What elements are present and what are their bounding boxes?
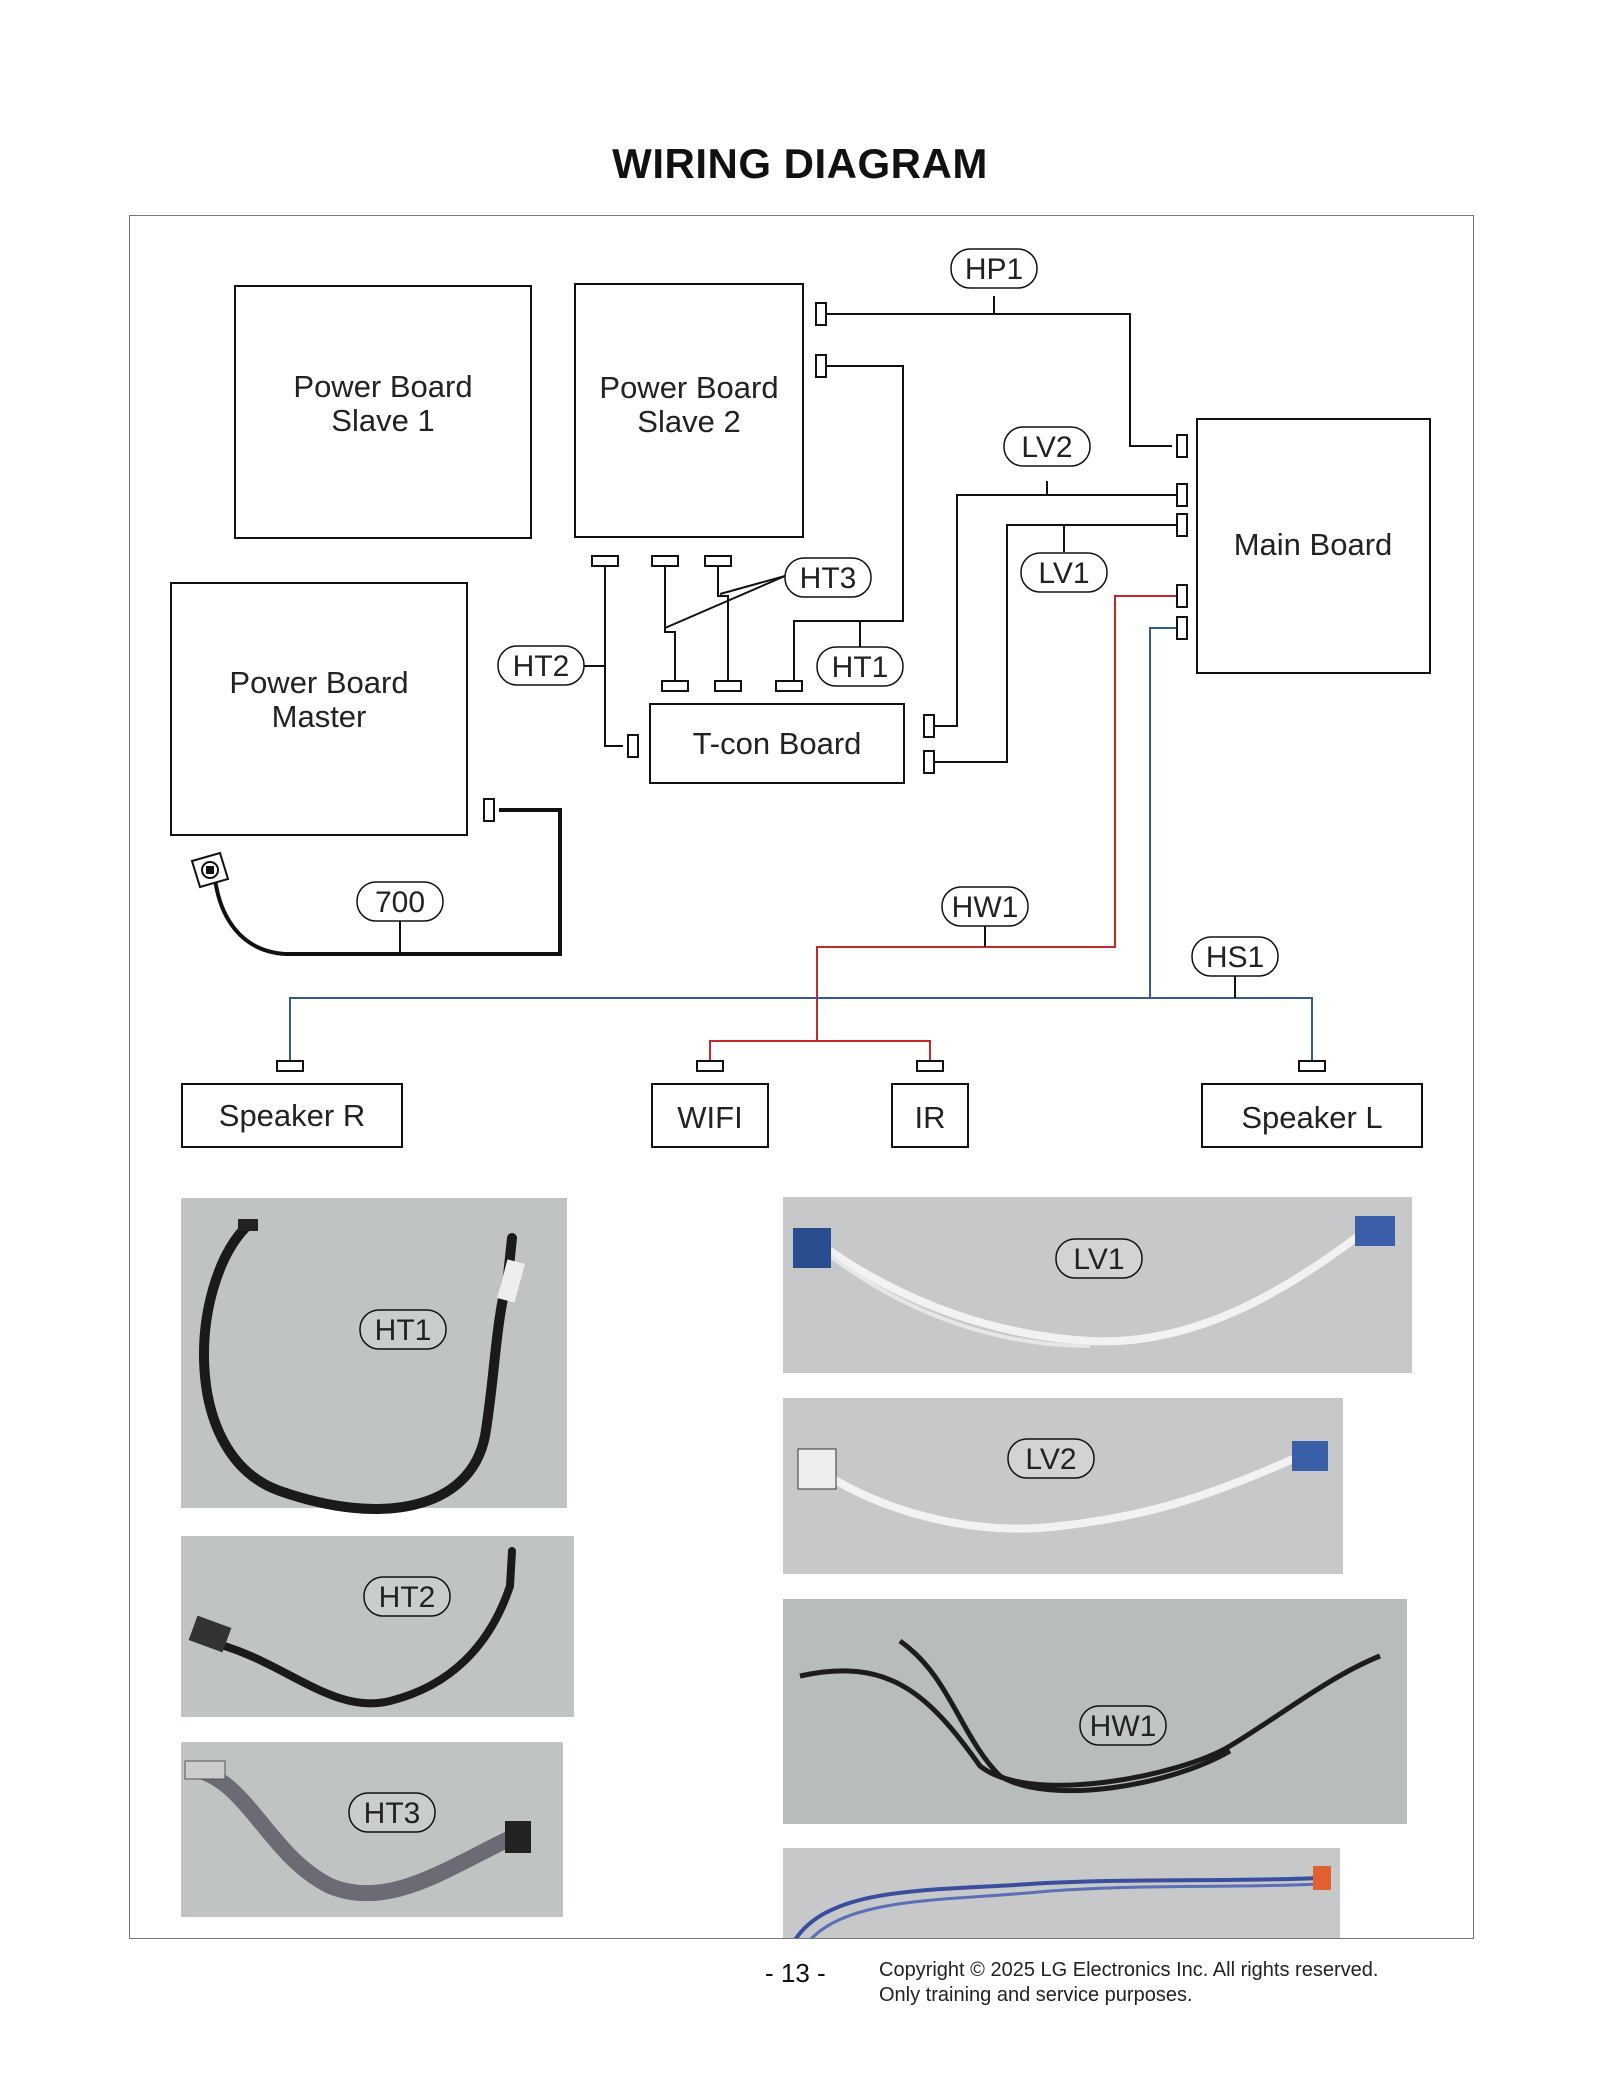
label-hp1: HP1	[950, 248, 1038, 289]
black-wires	[213, 296, 1177, 956]
hs1-wires	[289, 627, 1313, 1061]
photo-ht2: HT2	[181, 1536, 574, 1717]
lv1-wire	[935, 524, 1177, 763]
photo-lv1: LV1	[783, 1197, 1412, 1373]
photo-ht3: HT3	[181, 1742, 563, 1917]
mains-cord	[213, 878, 286, 956]
label-ht1-text: HT1	[832, 651, 889, 684]
label-hw1: HW1	[941, 886, 1029, 927]
hw1-wires	[709, 595, 1177, 1061]
mains-plug-icon	[190, 851, 230, 889]
photo-ht3-label: HT3	[364, 1797, 421, 1830]
main-board-label: Main Board	[1234, 527, 1393, 562]
photo-lv1-label: LV1	[1073, 1243, 1124, 1276]
power-board-master-line2: Master	[272, 699, 367, 734]
speaker-r-label: Speaker R	[219, 1098, 365, 1133]
tcon-board: T-con Board	[649, 703, 905, 784]
ir-module: IR	[891, 1083, 969, 1148]
ht3-wire-a	[664, 561, 676, 681]
power-board-slave1-line1: Power Board	[293, 369, 472, 404]
footer-purpose: Only training and service purposes.	[879, 1984, 1193, 2006]
hp1-wire	[826, 313, 1172, 447]
photo-ht1-label: HT1	[375, 1314, 432, 1347]
label-hw1-text: HW1	[952, 891, 1019, 924]
wiring-diagram: Power Board Slave 1 Power Board Slave 2 …	[170, 248, 1431, 1938]
ht3-wire-b	[717, 561, 729, 681]
label-700-text: 700	[375, 886, 425, 919]
photo-lv2-label: LV2	[1025, 1443, 1076, 1476]
hw1-trunk	[816, 595, 1177, 1041]
photo-ht1: HT1	[181, 1198, 567, 1514]
speaker-l-label: Speaker L	[1241, 1100, 1382, 1135]
hs1-trunk	[1149, 627, 1177, 998]
label-ht3: HT3	[784, 557, 872, 598]
label-ht2: HT2	[497, 645, 585, 686]
page-number: - 13 -	[765, 1958, 826, 1988]
label-ht1: HT1	[816, 646, 904, 687]
power-board-slave1: Power Board Slave 1	[234, 285, 532, 539]
photo-hw1-label: HW1	[1090, 1710, 1157, 1743]
ht3-leader-a	[664, 575, 786, 629]
footer-copyright: Copyright © 2025 LG Electronics Inc. All…	[879, 1959, 1379, 1981]
tcon-board-label: T-con Board	[693, 726, 862, 761]
label-hp1-text: HP1	[965, 253, 1023, 286]
ht1-wire	[793, 365, 904, 681]
label-lv2: LV2	[1003, 426, 1091, 467]
photo-hs1	[783, 1848, 1340, 1938]
wiring-diagram-frame: Power Board Slave 1 Power Board Slave 2 …	[129, 215, 1474, 1939]
photo-ht2-label: HT2	[379, 1581, 436, 1614]
wifi-module: WIFI	[651, 1083, 769, 1148]
label-hs1: HS1	[1191, 936, 1279, 977]
wifi-label: WIFI	[677, 1100, 742, 1135]
lv2-wire	[935, 494, 1177, 727]
label-lv1: LV1	[1020, 552, 1108, 593]
label-lv1-text: LV1	[1038, 557, 1089, 590]
power-board-master: Power Board Master	[170, 582, 468, 836]
page-title: WIRING DIAGRAM	[612, 140, 988, 187]
label-hs1-text: HS1	[1206, 941, 1264, 974]
power-board-slave1-line2: Slave 1	[331, 403, 434, 438]
footer-copyright-block: Copyright © 2025 LG Electronics Inc. All…	[879, 1958, 1378, 2008]
speaker-r: Speaker R	[181, 1083, 403, 1148]
speaker-l: Speaker L	[1201, 1083, 1423, 1148]
label-ht2-text: HT2	[513, 650, 570, 683]
power-board-master-line1: Power Board	[229, 665, 408, 700]
label-ht3-text: HT3	[800, 562, 857, 595]
ht3-leader-b	[719, 575, 786, 595]
hw1-branch	[709, 1040, 931, 1061]
power-board-slave2-line2: Slave 2	[637, 404, 740, 439]
power-board-slave2-line1: Power Board	[599, 370, 778, 405]
label-700: 700	[356, 881, 444, 922]
label-lv2-text: LV2	[1021, 431, 1072, 464]
main-board: Main Board	[1196, 418, 1431, 674]
power-board-slave2: Power Board Slave 2	[574, 283, 804, 538]
cable700-wire	[285, 808, 562, 956]
ir-label: IR	[915, 1100, 946, 1135]
ht2-wire	[604, 561, 623, 747]
photo-hw1: HW1	[783, 1599, 1407, 1824]
hs1-bus	[289, 997, 1313, 1061]
photo-lv2: LV2	[783, 1398, 1343, 1574]
